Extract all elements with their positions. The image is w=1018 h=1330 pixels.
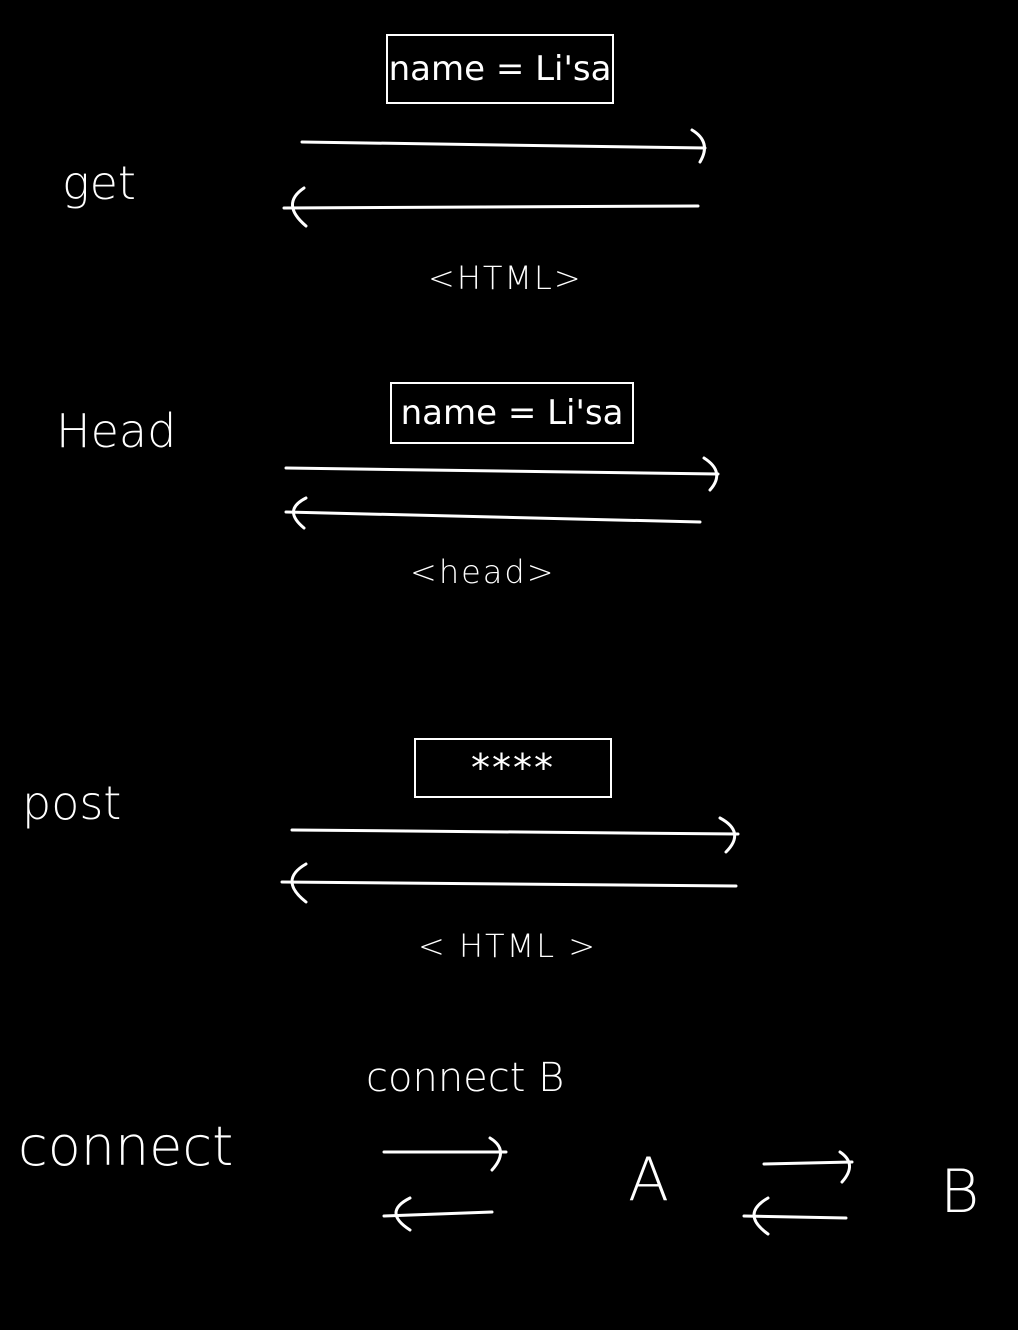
request-arrow-post [290,816,740,854]
response-arrow-get [282,186,700,228]
response-label-head: <head> [410,553,556,591]
request-label-connect: connect B [366,1055,565,1101]
request-payload-box-get: name = Li'sa [386,34,614,104]
request-payload-box-head: name = Li'sa [390,382,634,444]
method-label-head: Head [56,404,177,458]
request-arrow-connect [382,1136,508,1172]
request-payload-get: name = Li'sa [388,49,612,89]
request-payload-box-post: **** [414,738,612,798]
method-label-post: post [22,776,122,830]
request-arrow-head [284,456,720,492]
request-arrow-get [300,128,707,164]
return-arrow-b-to-a [742,1196,848,1236]
method-label-get: get [62,156,136,210]
node-b: B [940,1157,980,1227]
response-label-post: < HTML > [418,927,598,965]
forward-arrow-a-to-b [762,1150,854,1184]
request-payload-post: **** [471,746,555,790]
method-label-connect: connect [18,1115,234,1178]
response-arrow-connect [382,1196,494,1232]
response-label-get: <HTML> [428,259,583,297]
response-arrow-head [284,496,702,530]
response-arrow-post [280,862,738,904]
request-payload-head: name = Li'sa [400,393,624,433]
node-a: A [628,1145,670,1215]
